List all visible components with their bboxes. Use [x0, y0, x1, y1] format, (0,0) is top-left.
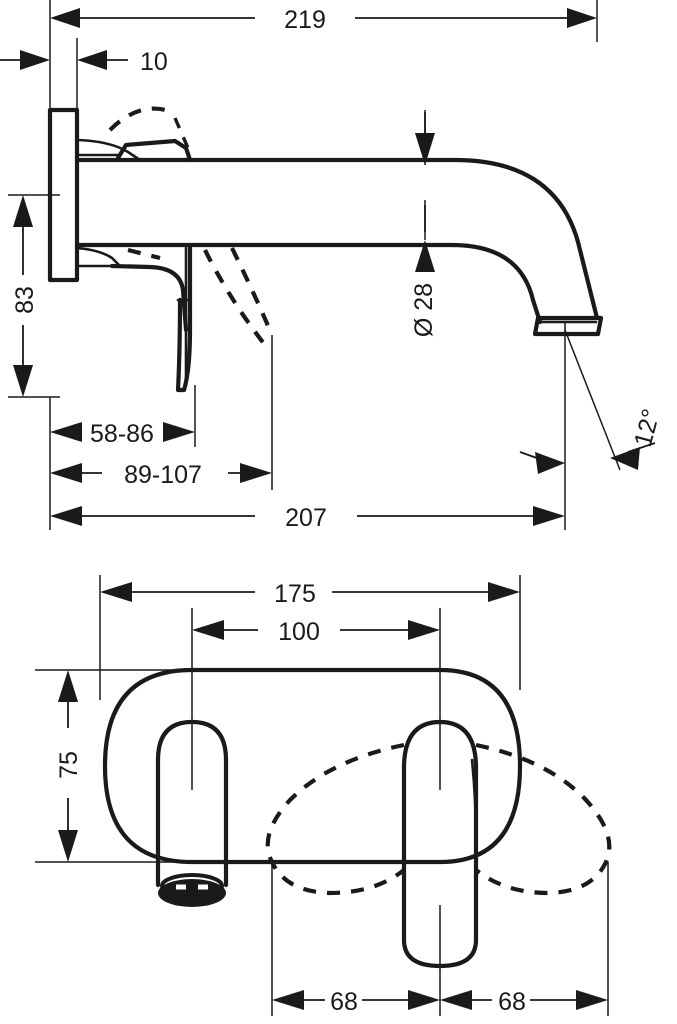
- dim-12deg-label: 12°: [629, 406, 666, 450]
- dimension-75: 75: [55, 670, 83, 862]
- dim-10-arrow-left: [20, 50, 50, 70]
- dimension-diameter-28: Ø 28: [410, 112, 438, 337]
- faucet-plan-geometry: [102, 667, 612, 969]
- dimension-89-107: 89-107: [50, 461, 272, 489]
- dim-28-label: Ø 28: [410, 283, 438, 337]
- dim-83-arrow-top: [13, 195, 33, 227]
- plan-view: 175 100 75 68: [35, 575, 612, 1016]
- plan-extension-lines: [35, 575, 609, 1016]
- dim-175-arrow-right: [488, 582, 520, 602]
- dim-5886-label: 58-86: [90, 420, 154, 448]
- lever-handle-plan: [401, 719, 479, 969]
- dim-68b-arrow-right: [576, 990, 608, 1010]
- upper-shoulder-curve: [75, 138, 142, 162]
- dim-207-arrow-left: [50, 506, 82, 526]
- dim-5886-arrow-left: [50, 422, 82, 442]
- lever-body-down: [175, 242, 193, 393]
- dimension-10: 10: [0, 48, 168, 76]
- dim-12deg-arrow-left: [535, 452, 565, 474]
- dim-75-label: 75: [55, 751, 83, 779]
- dim-5886-arrow-right: [163, 422, 195, 442]
- lever-handle-plan-inner: [470, 758, 478, 842]
- dim-68b-label: 68: [498, 988, 526, 1016]
- dim-219-label: 219: [284, 6, 326, 34]
- spout-upper-profile: [74, 157, 600, 321]
- dim-89107-arrow-right: [240, 463, 272, 483]
- dim-68b-arrow-left: [440, 990, 472, 1010]
- escutcheon-plate-plan: [102, 667, 523, 865]
- dim-207-label: 207: [285, 504, 327, 532]
- dim-175-arrow-left: [100, 582, 132, 602]
- spout-lower-profile: [74, 242, 543, 325]
- lever-swing-arc-lower-b: [203, 249, 267, 347]
- dim-219-arrow-right: [567, 8, 597, 28]
- lever-handle-up-edge: [184, 146, 192, 160]
- side-elevation-view: 219 10 83 Ø 28: [0, 0, 666, 532]
- dim-89107-arrow-left: [50, 463, 82, 483]
- dimension-219: 219: [50, 6, 597, 34]
- lever-swing-envelope-right: [474, 742, 612, 896]
- dim-207-arrow-right: [533, 506, 565, 526]
- lever-handle-down: [109, 263, 189, 333]
- escutcheon-plate: [47, 107, 80, 283]
- dim-83-arrow-bottom: [13, 365, 33, 397]
- spout-aerator-plan: [158, 879, 226, 907]
- dim-28-arrow-down: [415, 133, 435, 165]
- lever-swing-envelope-left: [265, 742, 406, 896]
- dim-100-arrow-right: [408, 620, 440, 640]
- spout-aerator-plan-ring: [160, 873, 224, 899]
- lever-swing-arc-lower-a: [127, 247, 161, 261]
- spout-tube-plan: [155, 719, 229, 888]
- lower-shoulder-curve: [75, 246, 122, 268]
- dim-75-arrow-bottom: [58, 830, 78, 862]
- dimension-68-right: 68: [440, 988, 608, 1016]
- dim-28-arrow-up: [415, 240, 435, 272]
- dim-100-label: 100: [278, 618, 320, 646]
- dim-89107-label: 89-107: [124, 461, 202, 489]
- dim-175-label: 175: [274, 580, 316, 608]
- faucet-side-geometry: [47, 106, 604, 393]
- dimension-175: 175: [100, 580, 520, 608]
- ext-12deg-angled: [564, 329, 621, 471]
- lever-swing-arc-upper: [108, 106, 173, 132]
- dimension-83: 83: [11, 195, 39, 397]
- dimension-12-degrees: 12°: [519, 329, 666, 474]
- lever-swing-leader-upper: [173, 117, 190, 149]
- dimension-58-86: 58-86: [50, 420, 195, 448]
- lever-handle-up: [115, 138, 193, 163]
- lever-swing-arc-lower-c: [230, 247, 274, 336]
- dimension-100: 100: [192, 618, 440, 646]
- dim-75-arrow-top: [58, 670, 78, 702]
- dim-100-arrow-left: [192, 620, 224, 640]
- dim-83-label: 83: [11, 286, 39, 314]
- dimension-68-left: 68: [272, 988, 440, 1016]
- dim-12deg-arrow-right: [610, 447, 640, 470]
- dimension-207: 207: [50, 504, 565, 532]
- dim-10-label: 10: [140, 48, 168, 76]
- dim-68a-label: 68: [330, 988, 358, 1016]
- dim-10-arrow-right: [77, 50, 107, 70]
- spout-aerator: [532, 315, 604, 337]
- dim-68a-arrow-left: [272, 990, 304, 1010]
- dim-219-arrow-left: [50, 8, 80, 28]
- dim-68a-arrow-right: [408, 990, 440, 1010]
